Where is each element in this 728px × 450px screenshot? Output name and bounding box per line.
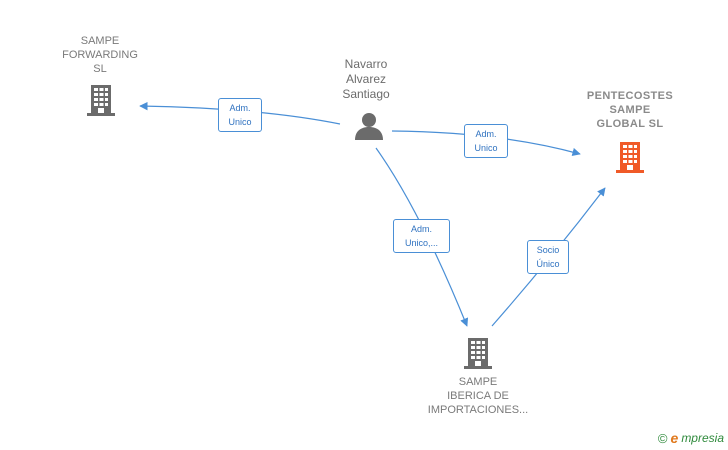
node-label-line: SAMPE [80,35,120,47]
node-label-sampe-iberica[interactable]: SAMPE IBERICA DE IMPORTACIONES... [418,375,538,417]
node-label-sampe-forwarding[interactable]: SAMPE FORWARDING SL [55,34,145,76]
edge-label-line: Adm. [410,224,432,234]
node-label-line: IBERICA DE [447,390,509,402]
node-label-line: Alvarez [345,72,386,86]
node-label-line: Santiago [342,87,390,101]
edge-label-line: Adm. [229,103,251,113]
building-icon[interactable] [85,83,117,117]
edge-label-socio-unico[interactable]: Socio Único [527,240,569,274]
node-label-line: Navarro [344,57,388,71]
node-label-line: GLOBAL SL [596,118,664,130]
edge-label-line: Único [536,259,560,269]
edge-label-adm-unico[interactable]: Adm. Unico [464,124,508,158]
edge-label-line: Adm. [475,129,497,139]
node-label-line: PENTECOSTES [586,90,674,102]
brand-name: mpresia [681,431,724,445]
edge-label-line: Unico,... [404,238,438,248]
edge-label-line: Unico [228,117,252,127]
node-label-line: SAMPE [458,376,498,388]
node-label-line: SAMPE [609,104,651,116]
building-icon-highlighted[interactable] [614,140,646,174]
edge-label-line: Unico [474,143,498,153]
brand-initial: e [670,430,679,446]
node-label-line: FORWARDING [62,49,138,61]
node-label-line: IMPORTACIONES... [427,404,529,416]
edge-label-line: Socio [536,245,560,255]
person-icon[interactable] [354,112,384,140]
edge-label-adm-unico[interactable]: Adm. Unico [218,98,262,132]
node-label-line: SL [93,63,107,75]
edge-label-adm-unico-more[interactable]: Adm. Unico,... [393,219,450,253]
node-label-pentecostes[interactable]: PENTECOSTES SAMPE GLOBAL SL [570,89,690,131]
building-icon[interactable] [462,336,494,370]
node-label-person[interactable]: Navarro Alvarez Santiago [326,57,406,102]
copyright-icon: © [657,430,668,446]
